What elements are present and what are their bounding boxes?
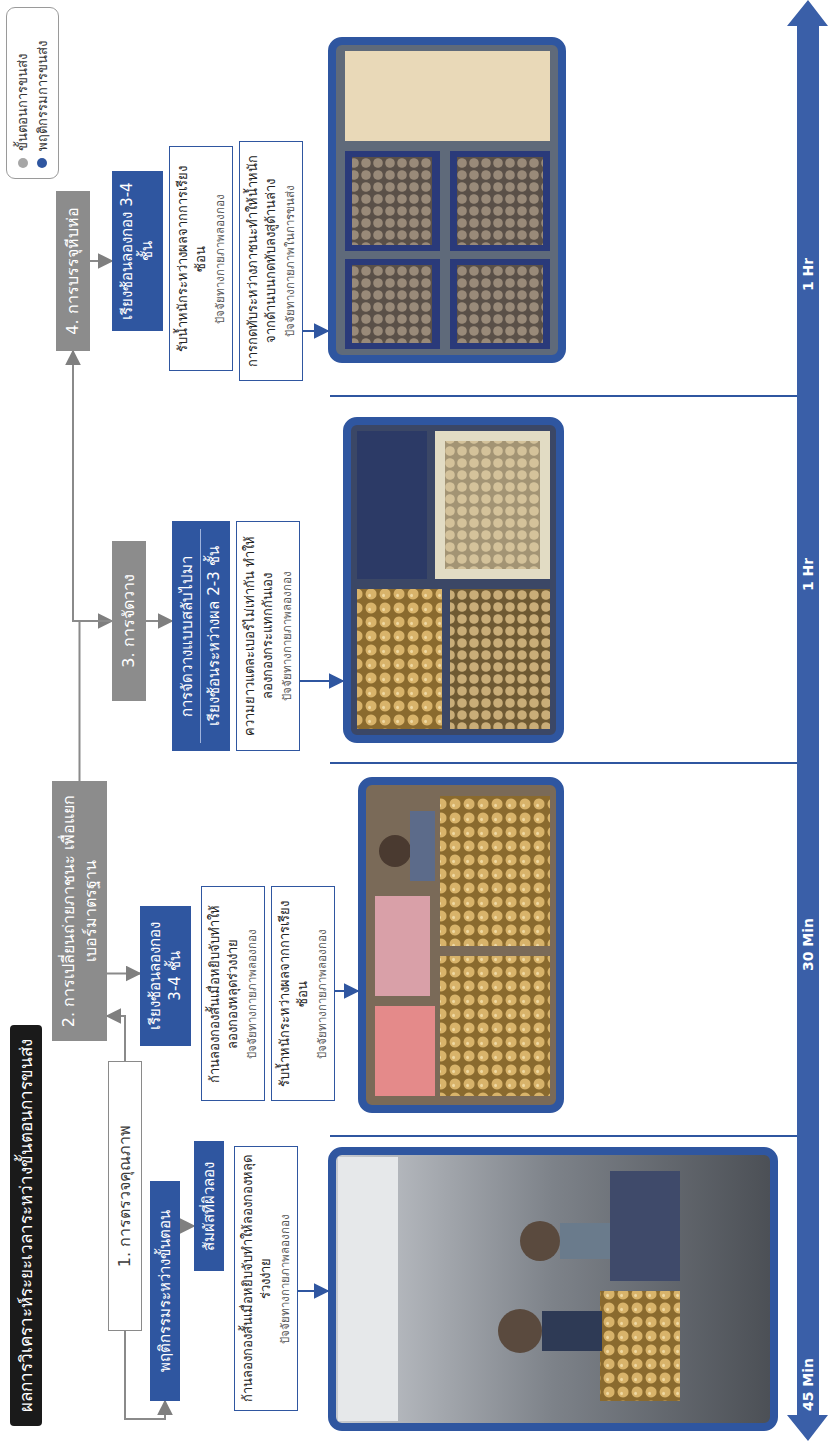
behavior-box: พฤติกรรมระหว่างขั้นตอน xyxy=(150,1181,180,1401)
photo xyxy=(332,41,562,359)
node-text: เรียงซ้อนลองกอง 3-4 ชั้น xyxy=(145,914,186,1038)
node-text: พฤติกรรมระหว่างขั้นตอน xyxy=(155,1189,175,1393)
factor-text: เรียงซ้อนระหว่างผล 2-3 ชั้น xyxy=(200,529,224,743)
legend-text: พฤติกรรมการขนส่ง xyxy=(33,41,53,151)
photo xyxy=(332,1151,774,1427)
photo-pointer xyxy=(335,990,358,992)
diagram-title: ผลการวิเคราะห์ระยะเวลาระหว่างขั้นตอนการข… xyxy=(10,1025,42,1426)
node-text: 2. การเปลี่ยนถ่ายภาชนะ เพื่อแยกเบอร์มาตร… xyxy=(58,791,101,1031)
legend-text: ขั้นตอนการขนส่ง xyxy=(13,54,33,151)
node-text: รับน้ำหนักระหว่างผลจากการเรียงซ้อน xyxy=(276,894,312,1093)
node-text: ความยาวแตละเบอร์ไม่เท่ากัน ทำให้ลองกองกร… xyxy=(241,529,277,743)
process-step: 3. การจัดวาง xyxy=(112,541,146,701)
legend-swatch xyxy=(37,158,47,168)
legend-item: ขั้นตอนการขนส่ง xyxy=(13,18,33,168)
flow-connector xyxy=(73,351,112,621)
process-step: 1. การตรวจคุณภาพ xyxy=(108,1061,142,1331)
node-text: รับน้ำหนักระหว่างผลจากการเรียงซ้อน xyxy=(174,154,210,363)
note-box: รับน้ำหนักระหว่างผลจากการเรียงซ้อนปัจจัย… xyxy=(169,146,233,371)
behavior-box: การจัดวางแบบสลับไปมาเรียงซ้อนระหว่างผล 2… xyxy=(172,521,230,751)
time-axis xyxy=(787,0,828,1441)
flow-connector xyxy=(180,1225,194,1227)
node-text: 4. การบรรจุหีบห่อ xyxy=(62,201,84,341)
note-box: ก้านลองกองสั้นเมื่อหยิบจับทำให้ลองกองหลุ… xyxy=(201,886,265,1101)
behavior-box: เรียงซ้อนลองกอง 3-4 ชั้น xyxy=(112,171,163,331)
factor-text: ปัจจัยทางกายภาพในการขนส่ง xyxy=(282,149,298,373)
photo-pointer xyxy=(298,1290,328,1292)
factor-text: ปัจจัยทางกายภาพลองกอง xyxy=(314,894,330,1093)
photo-pointer xyxy=(300,680,343,682)
process-step: 2. การเปลี่ยนถ่ายภาชนะ เพื่อแยกเบอร์มาตร… xyxy=(52,781,107,1041)
photo-pointer xyxy=(303,330,328,332)
node-text: การจัดวางแบบสลับไปมา xyxy=(177,529,197,743)
node-text: 3. การจัดวาง xyxy=(118,551,140,691)
factor-text: ปัจจัยทางกายภาพลองกอง xyxy=(279,529,295,743)
behavior-box: สัมผัสที่ผิวลอง xyxy=(194,1141,224,1271)
flow-connector xyxy=(107,973,140,975)
legend-swatch xyxy=(18,158,28,168)
factor-text: ปัจจัยทางกายภาพลองกอง xyxy=(277,1154,293,1403)
legend-item: พฤติกรรมการขนส่ง xyxy=(33,18,53,168)
photo xyxy=(347,421,560,739)
flow-connector xyxy=(90,260,112,262)
photo xyxy=(362,781,560,1109)
note-box: ก้านลองกองสั้นเมื่อหยิบจับทำให้ลองกองหลุ… xyxy=(234,1146,298,1411)
node-text: ก้านลองกองสั้นเมื่อหยิบจับทำให้ลองกองหลุ… xyxy=(206,894,242,1093)
time-label: 1 Hr xyxy=(797,258,819,291)
node-text: ก้านลองกองสั้นเมื่อหยิบจับทำให้ลองกองหลุ… xyxy=(239,1154,275,1403)
time-label: 45 Min xyxy=(797,1358,819,1411)
note-box: รับน้ำหนักระหว่างผลจากการเรียงซ้อนปัจจัย… xyxy=(271,886,335,1101)
node-text: การกดทับระหว่างภาชนะทำให้น้ำหนักจากด้านบ… xyxy=(244,149,280,373)
process-step: 4. การบรรจุหีบห่อ xyxy=(56,191,90,351)
time-label: 30 Min xyxy=(797,918,819,971)
note-box: การกดทับระหว่างภาชนะทำให้น้ำหนักจากด้านบ… xyxy=(239,141,303,381)
legend: ขั้นตอนการขนส่งพฤติกรรมการขนส่ง xyxy=(6,7,59,179)
flow-connector xyxy=(80,621,113,781)
factor-text: ปัจจัยทางกายภาพลองกอง xyxy=(212,154,228,363)
node-text: เรียงซ้อนลองกอง 3-4 ชั้น xyxy=(117,179,158,323)
flow-connector xyxy=(107,1016,125,1061)
note-box: ความยาวแตละเบอร์ไม่เท่ากัน ทำให้ลองกองกร… xyxy=(236,521,300,751)
flow-connector xyxy=(146,620,172,622)
behavior-box: เรียงซ้อนลองกอง 3-4 ชั้น xyxy=(140,906,191,1046)
node-text: สัมผัสที่ผิวลอง xyxy=(199,1149,219,1263)
factor-text: ปัจจัยทางกายภาพลองกอง xyxy=(244,894,260,1093)
time-label: 1 Hr xyxy=(797,558,819,591)
node-text: 1. การตรวจคุณภาพ xyxy=(114,1072,136,1320)
